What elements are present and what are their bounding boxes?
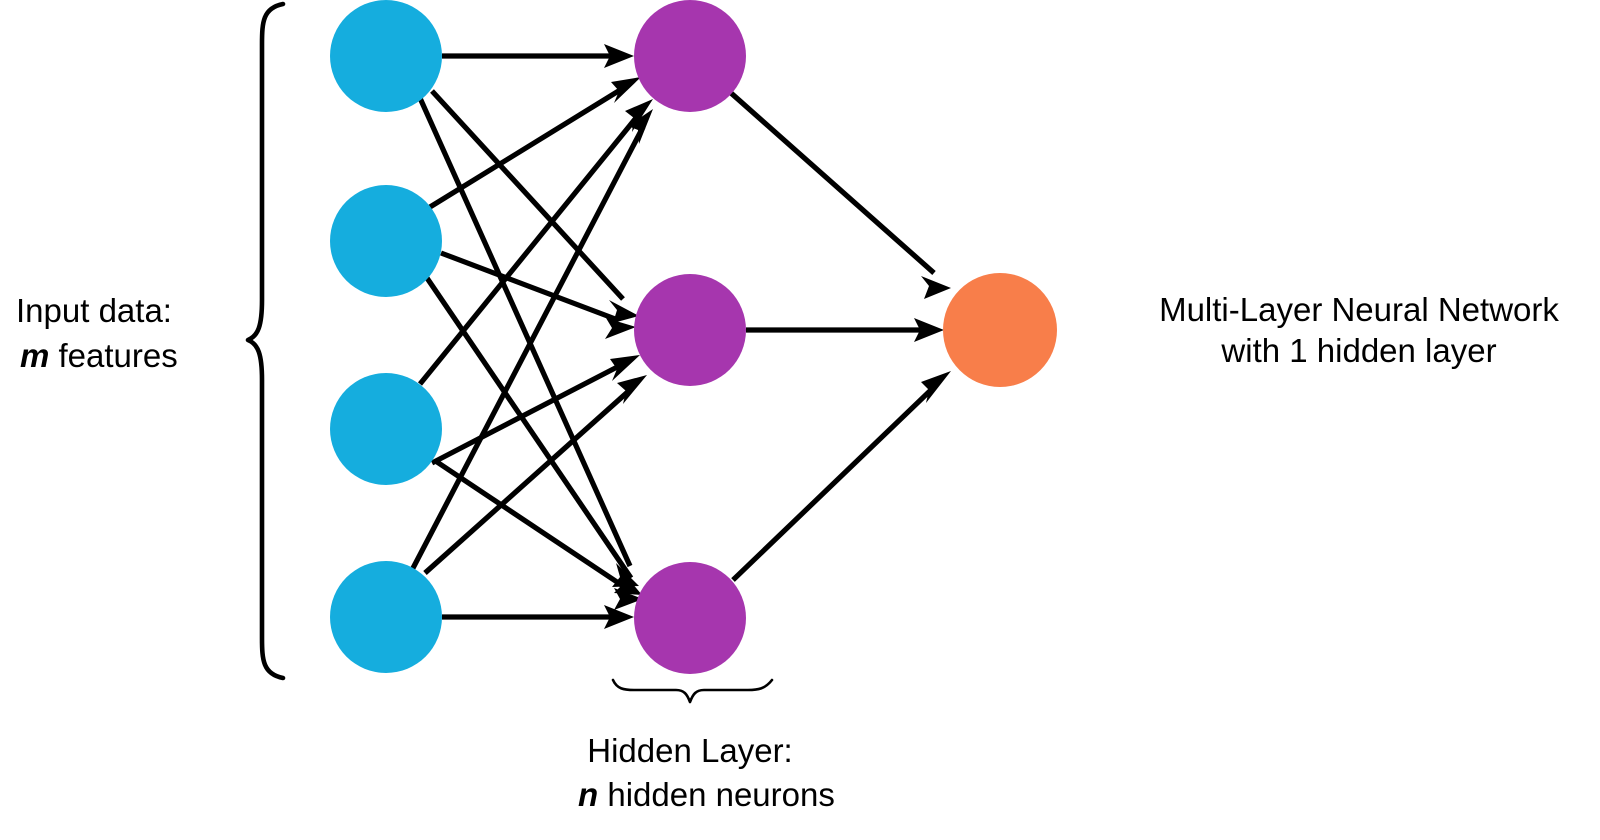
input-layer-brace [245, 1, 286, 681]
edge-i3-h3 [435, 459, 643, 610]
edge-i2-h1 [428, 77, 641, 210]
layer-output-node [943, 273, 1057, 387]
edge-i4-h3 [442, 605, 634, 629]
edge-i3-h2 [430, 355, 640, 466]
hidden-label-line2: n hidden neurons [578, 776, 835, 813]
edge-i4-h2 [423, 375, 647, 575]
figure-title-line2: with 1 hidden layer [1220, 332, 1496, 369]
hidden-layer-brace [611, 678, 774, 704]
input-node-4[interactable] [330, 561, 442, 673]
edge-h2-output [746, 318, 944, 342]
edge-i1-h1 [442, 44, 634, 68]
hidden-node-1[interactable] [634, 0, 746, 112]
input-symbol-m: m [20, 337, 49, 374]
edge-i2-h3 [424, 276, 642, 595]
output-node-1[interactable] [943, 273, 1057, 387]
edges-hidden-to-output [729, 91, 951, 582]
edge-i4-h1 [409, 109, 653, 572]
figure-title-line1: Multi-Layer Neural Network [1159, 291, 1559, 328]
edge-i2-h2 [440, 250, 636, 339]
input-node-3[interactable] [330, 373, 442, 485]
hidden-symbol-n: n [578, 776, 598, 813]
edge-i3-h1 [417, 99, 653, 386]
input-label-line2-rest: features [49, 337, 177, 374]
edges-input-to-hidden [409, 44, 653, 629]
hidden-layer-label: Hidden Layer: n hidden neurons [578, 732, 835, 813]
hidden-label-line2-rest: hidden neurons [598, 776, 835, 813]
hidden-node-2[interactable] [634, 274, 746, 386]
layer-input-nodes [330, 0, 442, 673]
input-node-2[interactable] [330, 185, 442, 297]
edge-h3-output [731, 371, 951, 582]
hidden-label-line1: Hidden Layer: [587, 732, 792, 769]
input-layer-label: Input data: m features [16, 292, 178, 374]
input-label-line1: Input data: [16, 292, 172, 329]
input-label-line2: m features [20, 337, 178, 374]
input-node-1[interactable] [330, 0, 442, 112]
hidden-node-3[interactable] [634, 562, 746, 674]
edge-h1-output [729, 91, 951, 299]
layer-hidden-nodes [634, 0, 746, 674]
figure-title: Multi-Layer Neural Network with 1 hidden… [1159, 291, 1559, 369]
